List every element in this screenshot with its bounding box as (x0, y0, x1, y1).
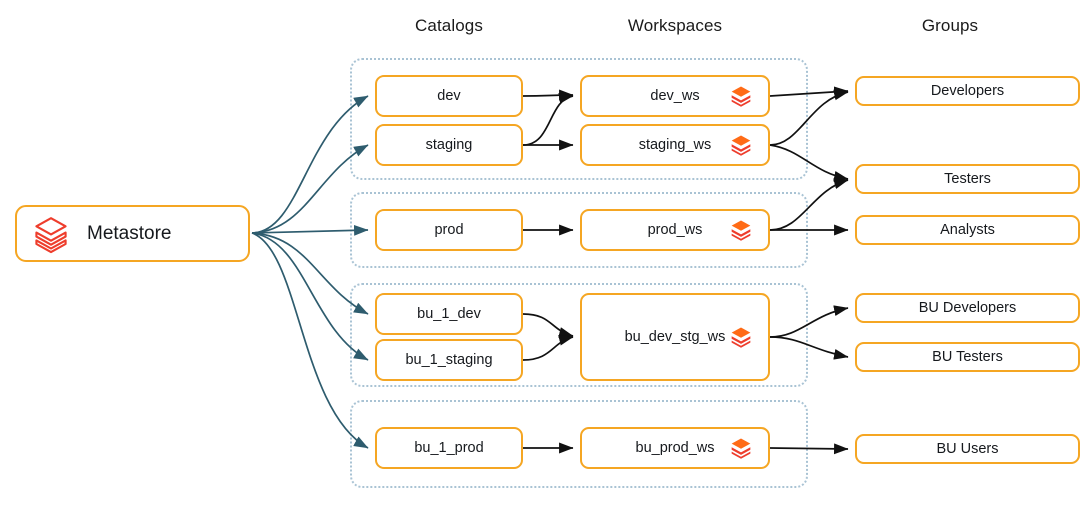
group-node-bu-developers[interactable]: BU Developers (855, 293, 1080, 323)
metastore-label: Metastore (87, 222, 172, 244)
databricks-logo-icon (730, 134, 752, 156)
workspace-node-staging-ws[interactable]: staging_ws (580, 124, 770, 166)
workspace-label: bu_prod_ws (635, 440, 715, 456)
catalog-node-staging[interactable]: staging (375, 124, 523, 166)
env-group-bu-prod (350, 400, 808, 488)
workspace-label: staging_ws (638, 137, 712, 153)
workspace-label: bu_dev_stg_ws (624, 329, 726, 345)
group-node-bu-testers[interactable]: BU Testers (855, 342, 1080, 372)
group-label: BU Testers (932, 349, 1003, 365)
databricks-logo-icon (730, 437, 752, 459)
catalog-label: bu_1_prod (414, 440, 484, 456)
databricks-logo-icon (730, 85, 752, 107)
group-node-bu-users[interactable]: BU Users (855, 434, 1080, 464)
catalog-node-dev[interactable]: dev (375, 75, 523, 117)
catalog-node-bu-1-prod[interactable]: bu_1_prod (375, 427, 523, 469)
workspace-node-bu-prod-ws[interactable]: bu_prod_ws (580, 427, 770, 469)
edges-catalogs-to-workspaces (522, 89, 574, 454)
workspace-label: dev_ws (650, 88, 700, 104)
workspace-node-dev-ws[interactable]: dev_ws (580, 75, 770, 117)
group-node-developers[interactable]: Developers (855, 76, 1080, 106)
workspace-label: prod_ws (647, 222, 703, 238)
catalog-node-bu-1-dev[interactable]: bu_1_dev (375, 293, 523, 335)
databricks-logo-icon (730, 219, 752, 241)
catalog-node-bu-1-staging[interactable]: bu_1_staging (375, 339, 523, 381)
catalog-node-prod[interactable]: prod (375, 209, 523, 251)
workspace-node-prod-ws[interactable]: prod_ws (580, 209, 770, 251)
edges-workspaces-to-groups (769, 86, 849, 455)
catalog-label: dev (437, 88, 461, 104)
group-label: Analysts (940, 222, 995, 238)
workspace-node-bu-dev-stg-ws[interactable]: bu_dev_stg_ws (580, 293, 770, 381)
databricks-logo-icon (730, 326, 752, 348)
catalog-label: bu_1_dev (417, 306, 481, 322)
catalog-label: staging (425, 137, 473, 153)
catalog-label: prod (434, 222, 464, 238)
env-group-bu-dev-staging (350, 283, 808, 387)
databricks-logo-outline-icon (31, 214, 71, 254)
group-node-analysts[interactable]: Analysts (855, 215, 1080, 245)
env-group-dev-staging (350, 58, 808, 180)
group-label: Testers (944, 171, 991, 187)
column-header-workspaces: Workspaces (627, 16, 723, 35)
catalog-label: bu_1_staging (405, 352, 493, 368)
group-label: BU Users (936, 441, 999, 457)
group-label: Developers (930, 83, 1005, 99)
column-header-groups: Groups (921, 16, 979, 35)
group-node-testers[interactable]: Testers (855, 164, 1080, 194)
group-label: BU Developers (918, 300, 1017, 316)
edges-metastore-to-catalogs (251, 95, 369, 449)
column-header-catalogs: Catalogs (415, 16, 483, 35)
metastore-node[interactable]: Metastore (15, 205, 250, 262)
